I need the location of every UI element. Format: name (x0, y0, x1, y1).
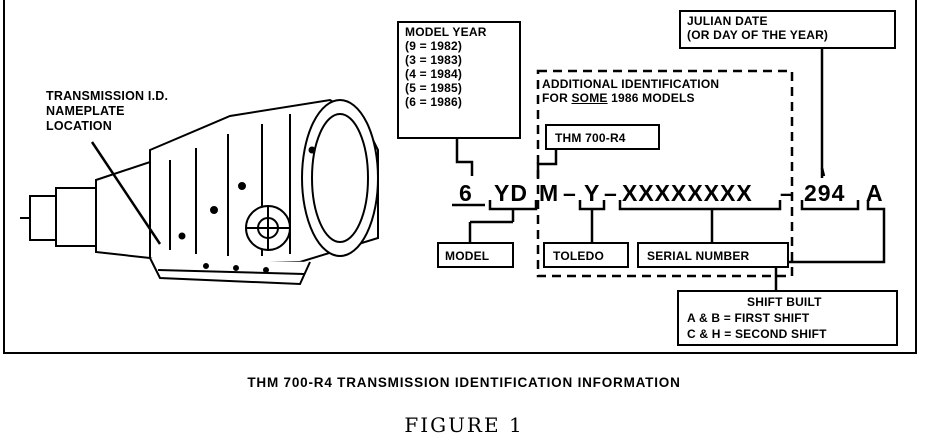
code-julian: 294 (804, 180, 846, 206)
code-plant-letter: Y (584, 180, 601, 206)
additional-id-label: ADDITIONAL IDENTIFICATION FOR SOME 1986 … (542, 77, 719, 105)
shift-built-title: SHIFT BUILT (747, 295, 822, 309)
code-shift: A (866, 180, 884, 206)
nameplate-line-2: NAMEPLATE (46, 104, 125, 118)
diagram-caption: THM 700-R4 TRANSMISSION IDENTIFICATION I… (247, 375, 681, 390)
julian-date-line-1: JULIAN DATE (687, 14, 768, 28)
additional-id-underlined: SOME (571, 91, 608, 105)
additional-id-line-2: FOR SOME 1986 MODELS (542, 91, 719, 105)
nameplate-line-1: TRANSMISSION I.D. (46, 89, 169, 103)
code-year: 6 (459, 180, 473, 206)
model-year-title: MODEL YEAR (405, 25, 487, 39)
additional-id-line-1: ADDITIONAL IDENTIFICATION (542, 77, 720, 91)
code-dash: – (780, 180, 794, 206)
model-year-row: (6 = 1986) (405, 95, 463, 109)
serial-number-box: SERIAL NUMBER (637, 242, 789, 268)
model-year-row: (5 = 1985) (405, 81, 463, 95)
model-year-row: (9 = 1982) (405, 39, 463, 53)
shift-built-row: C & H = SECOND SHIFT (687, 327, 827, 341)
additional-id-suffix: 1986 MODELS (607, 91, 695, 105)
toledo-box: TOLEDO (543, 242, 629, 268)
transmission-illustration (20, 98, 379, 286)
julian-date-line-2: (OR DAY OF THE YEAR) (687, 28, 829, 42)
figure-label: FIGURE 1 (404, 413, 524, 437)
additional-id-prefix: FOR (542, 91, 572, 105)
julian-date-box: JULIAN DATE (OR DAY OF THE YEAR) (679, 10, 896, 49)
shift-built-box: SHIFT BUILT A & B = FIRST SHIFT C & H = … (677, 290, 898, 346)
code-plant: M (539, 180, 560, 206)
model-year-box: MODEL YEAR (9 = 1982) (3 = 1983) (4 = 19… (397, 21, 521, 139)
thm-model-box: THM 700-R4 (545, 124, 660, 150)
model-box: MODEL (437, 242, 514, 268)
model-year-row: (4 = 1984) (405, 67, 463, 81)
model-year-row: (3 = 1983) (405, 53, 463, 67)
code-dash: – (563, 180, 577, 206)
nameplate-line-3: LOCATION (46, 119, 112, 133)
code-serial: XXXXXXXX (622, 180, 753, 206)
nameplate-label: TRANSMISSION I.D. NAMEPLATE LOCATION (46, 89, 168, 134)
code-model: YD (494, 180, 528, 206)
code-dash: – (604, 180, 618, 206)
shift-built-row: A & B = FIRST SHIFT (687, 311, 810, 325)
diagram-frame (3, 0, 917, 354)
